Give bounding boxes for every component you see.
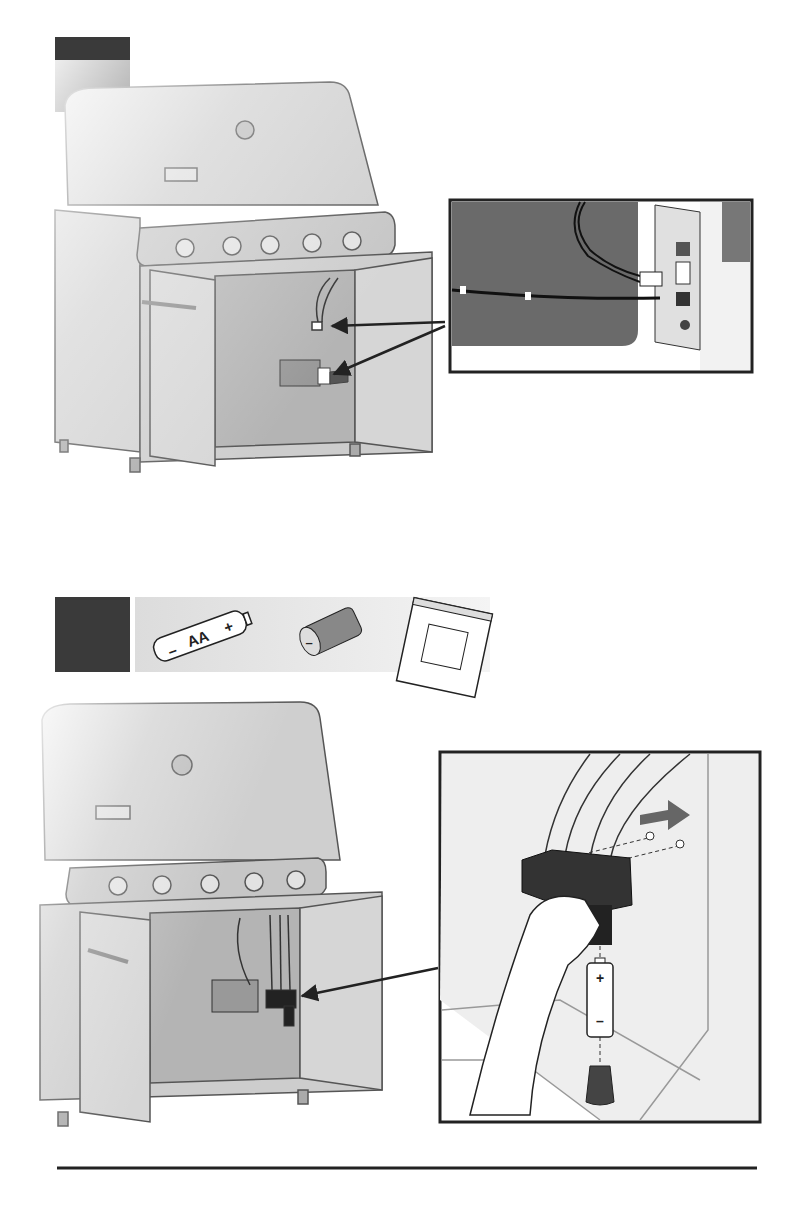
- polarity-label: +: [596, 971, 604, 985]
- footer-rule: [57, 1167, 757, 1170]
- detail-inset-1: [450, 200, 752, 372]
- hardware-bag-icon: [397, 598, 493, 698]
- polarity-label: –: [305, 636, 312, 649]
- leader-arrow: [302, 968, 438, 996]
- battery-cap: [586, 1066, 614, 1105]
- battery: [587, 963, 613, 1037]
- step-box: [55, 597, 130, 672]
- leader-arrows: [332, 322, 445, 374]
- hand: [470, 896, 600, 1115]
- aa-battery-icon: [151, 607, 254, 664]
- battery-cap-icon: [296, 606, 364, 659]
- direction-arrow: [640, 800, 690, 830]
- detail-inset-2: [440, 752, 760, 1122]
- polarity-label: –: [596, 1014, 604, 1028]
